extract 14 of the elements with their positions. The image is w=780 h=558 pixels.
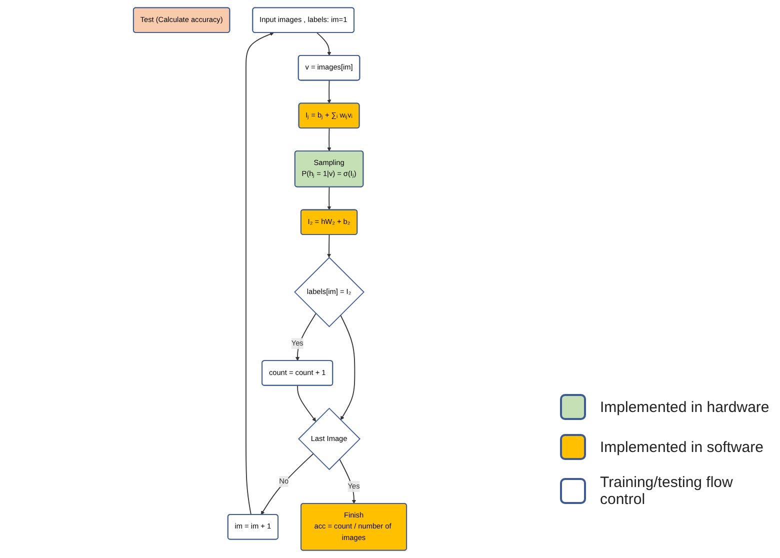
arrow	[327, 80, 332, 104]
arrow	[340, 314, 356, 420]
legend-label: Implemented in hardware	[600, 398, 770, 416]
arrow	[246, 32, 274, 516]
arrow	[316, 32, 332, 56]
arrow	[297, 385, 316, 422]
arrow	[339, 458, 356, 504]
arrow	[260, 453, 314, 515]
arrow	[296, 313, 316, 361]
arrow	[327, 234, 332, 258]
legend-label: Training/testing flow control	[600, 474, 734, 508]
legend-label: Implemented in software	[600, 438, 764, 456]
arrow	[327, 186, 332, 210]
arrow	[327, 128, 332, 152]
